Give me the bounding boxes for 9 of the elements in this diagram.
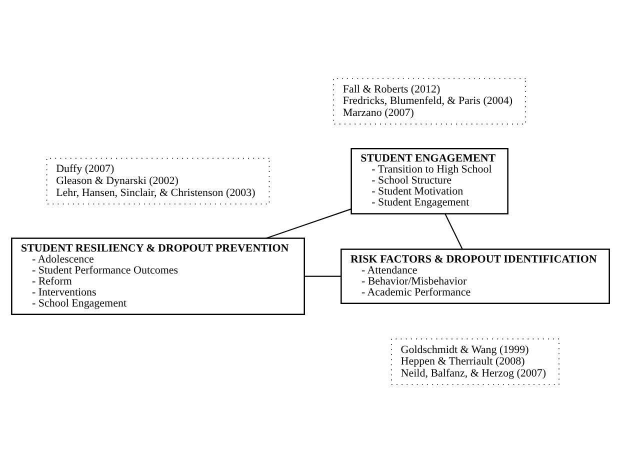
connector — [266, 208, 352, 238]
node-box: RISK FACTORS & DROPOUT IDENTIFICATION - Attendance - Behavior/Misbehavior - Academic Performance — [340, 248, 610, 304]
node-box: Duffy (2007) Gleason & Dynarski (2002) Lehr, Hansen, Sinclair, & Christenson (2003) — [46, 157, 270, 204]
connector — [444, 213, 463, 249]
node-box: Goldschmidt & Wang (1999) Heppen & Therriault (2008) Neild, Balfanz, & Herzog (2007) — [391, 338, 560, 385]
node-box: Fall & Roberts (2012) Fredricks, Blumenfeld, & Paris (2004) Marzano (2007) — [333, 77, 526, 124]
node-box: STUDENT RESILIENCY & DROPOUT PREVENTION - Adolescence - Student Performance Outcomes - Reform - Interventions - School Engagement — [11, 237, 305, 315]
node-box: STUDENT ENGAGEMENT - Transition to High School - School Structure - Student Motivation - Student Engagement — [350, 147, 508, 214]
connector — [304, 275, 341, 276]
